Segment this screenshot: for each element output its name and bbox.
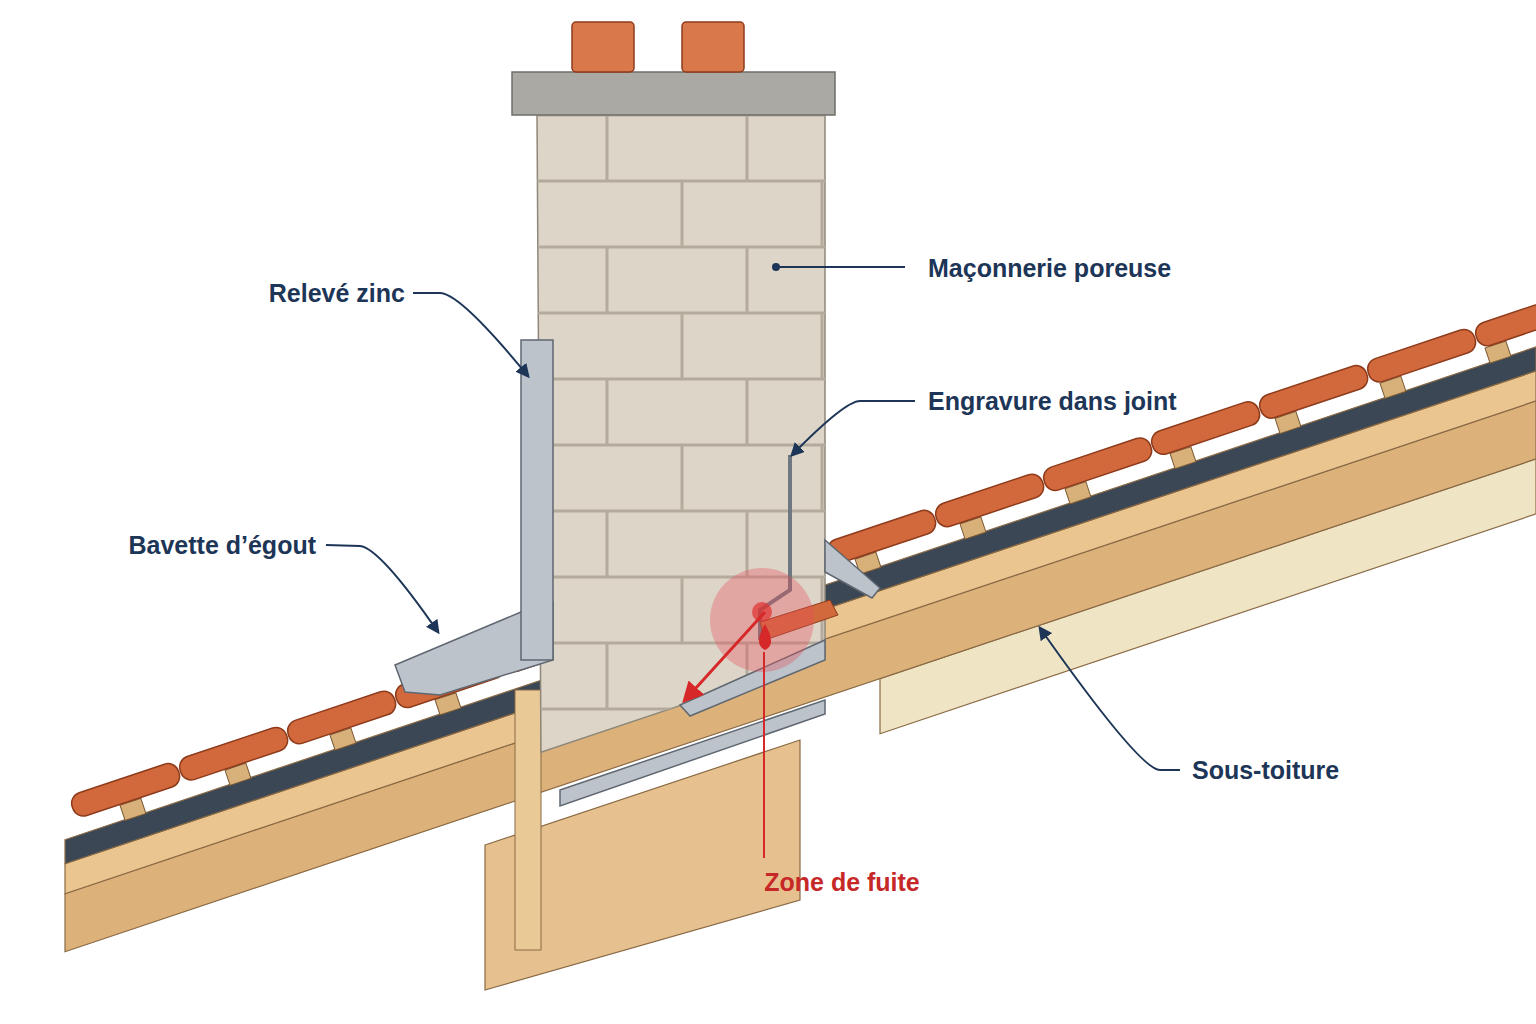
roof-tile xyxy=(285,688,399,746)
leader-line xyxy=(1040,628,1180,770)
leader-line xyxy=(326,545,438,632)
part-label: Bavette d’égout xyxy=(128,530,316,560)
water-drop xyxy=(759,624,771,650)
roof-tile xyxy=(1365,327,1479,385)
part-label: Maçonnerie poreuse xyxy=(928,253,1171,283)
side-flashing xyxy=(825,540,880,598)
leak-point xyxy=(752,602,772,622)
roof-tile xyxy=(1473,290,1536,348)
leader-line xyxy=(776,266,905,268)
wood-post xyxy=(515,690,541,950)
chimney-cap xyxy=(512,72,835,115)
roof-tile xyxy=(933,471,1047,529)
zinc-upstand xyxy=(521,340,553,660)
water-path-arrow xyxy=(685,612,765,700)
chimney-pot xyxy=(682,22,744,72)
leak-label: Zone de fuite xyxy=(764,867,920,897)
brick-joints xyxy=(537,115,825,907)
leader-line xyxy=(413,293,528,376)
roof-tile xyxy=(1257,363,1371,421)
part-label: Sous-toiture xyxy=(1192,755,1339,785)
roof-tile xyxy=(177,725,291,783)
roof-tile xyxy=(1041,435,1155,493)
part-label: Relevé zinc xyxy=(269,278,405,308)
chimney xyxy=(537,115,825,752)
leader-line xyxy=(792,401,915,455)
part-label: Engravure dans joint xyxy=(928,386,1177,416)
base-flashing xyxy=(560,700,825,806)
roof-tile xyxy=(69,761,183,819)
leader-line xyxy=(763,652,765,858)
chimney-pot xyxy=(572,22,634,72)
